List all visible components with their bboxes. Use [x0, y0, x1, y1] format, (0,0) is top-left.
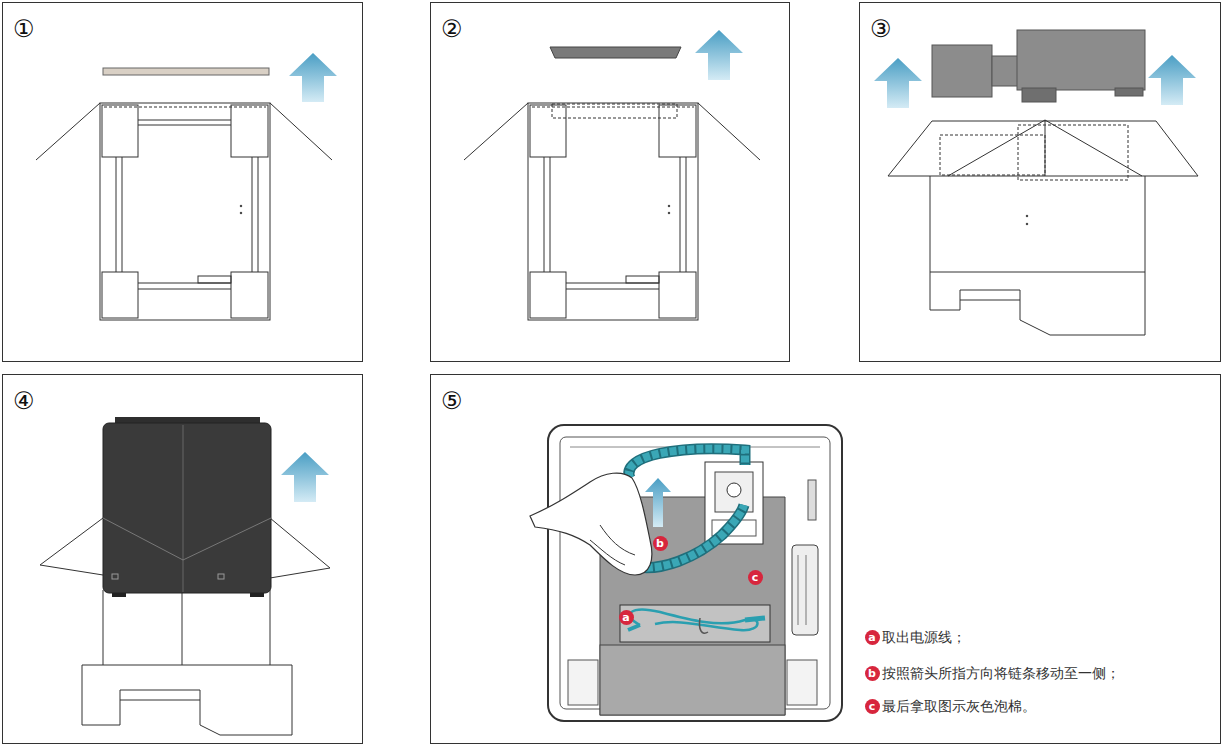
- hand: [530, 473, 652, 575]
- step-panel: ④: [2, 374, 363, 744]
- step-number: ④: [13, 389, 35, 413]
- box-step-3: [888, 120, 1198, 335]
- step-panel: ①: [2, 2, 363, 362]
- step-number: ②: [441, 17, 463, 41]
- callout-letter: b: [865, 666, 880, 681]
- box-step-2: [464, 103, 760, 320]
- callout-letter: a: [619, 610, 634, 625]
- top-tray: [550, 47, 681, 58]
- callout-letter: c: [865, 699, 880, 714]
- step-panel: ⑤: [430, 374, 1221, 744]
- step-number: ⑤: [441, 389, 463, 413]
- instruction-note: 按照箭头所指方向将链条移动至一侧；: [882, 664, 1120, 682]
- lift-arrow: [695, 30, 743, 80]
- printer-body: [103, 417, 271, 597]
- move-arrow: [645, 478, 671, 527]
- callout-letter: c: [748, 570, 763, 585]
- lift-arrow: [281, 452, 329, 502]
- top-board: [103, 68, 269, 75]
- printer-top-view: [548, 425, 842, 721]
- step-panel: ③: [859, 2, 1221, 362]
- callout-letter: a: [865, 630, 880, 645]
- instruction-note: 最后拿取图示灰色泡棉。: [882, 697, 1036, 715]
- lift-arrow: [874, 58, 922, 108]
- instruction-note: 取出电源线；: [882, 628, 966, 646]
- lift-arrow: [1148, 55, 1196, 105]
- lift-arrow: [289, 53, 337, 102]
- step-number: ①: [13, 17, 35, 41]
- callout-letter: b: [653, 536, 668, 551]
- box-step-1: [36, 103, 332, 320]
- step-panel: ②: [430, 2, 790, 362]
- step-number: ③: [870, 17, 892, 41]
- top-foam: [932, 30, 1145, 102]
